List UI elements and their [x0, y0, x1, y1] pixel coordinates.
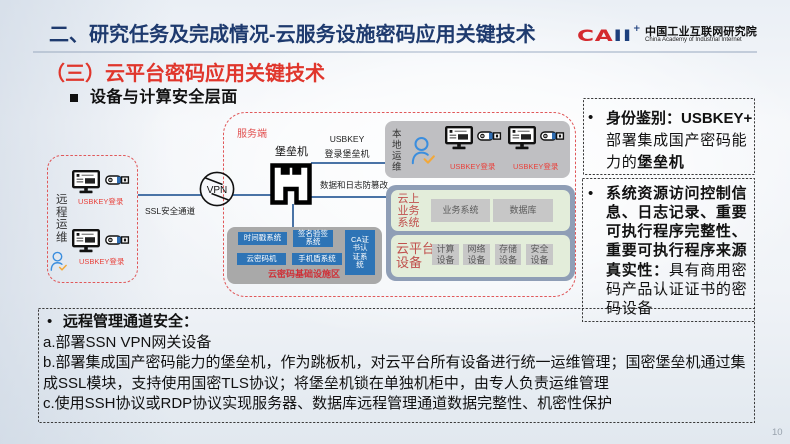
security-device-box: 安全设备 [526, 244, 553, 265]
network-device-label: 网络设备 [467, 244, 486, 265]
cloud-crypto-machine-box: 云密码机 [237, 253, 286, 265]
monitor-icon [72, 170, 100, 194]
client-zone-boundary [47, 155, 138, 283]
system-security-note-frame [582, 178, 755, 322]
system-security-note-title: 系统资源访问控制信息、日志记录、重要可执行程序完整性、重要可执行程序来源真实性： [606, 184, 748, 279]
system-security-note: 系统资源访问控制信息、日志记录、重要可执行程序完整性、重要可执行程序来源真实性：… [606, 184, 754, 319]
local-ops-label: 本地运维 [392, 129, 402, 173]
bullet-dot: • [47, 312, 53, 330]
title-divider [33, 51, 757, 53]
castle-icon [270, 163, 312, 205]
bullet-dot: • [588, 109, 594, 126]
mobile-shield-system-box: 手机盾系统 [292, 253, 342, 265]
logo-plus-sign: + [633, 24, 641, 34]
identity-note-frame [583, 98, 755, 175]
remote-channel-item: a.部署SSN VPN网关设备 [43, 333, 212, 351]
logo-letters-ii: II [613, 25, 633, 45]
network-device-box: 网络设备 [463, 244, 490, 265]
mobile-shield-system-label: 手机盾系统 [298, 253, 336, 263]
vpn-arrow-upper [205, 177, 223, 186]
identity-note-text: 部署集成国产密码能力的 [606, 131, 748, 171]
business-system-box: 业务系统 [431, 199, 490, 222]
ca-certificate-system-box: CA证书认证系统 [345, 230, 375, 275]
usbkey-link-label: USBKEY [329, 134, 365, 144]
identity-note: 身份鉴别：USBKEY+ 部署集成国产密码能力的堡垒机 [606, 108, 754, 174]
compute-device-box: 计算设备 [432, 244, 459, 265]
logo-name-english: China Academy of Industrial Internet [645, 37, 742, 43]
vpn-label: VPN [207, 185, 228, 196]
caii-logo-mark: CAII [577, 25, 633, 45]
remote-channel-items: a.部署SSN VPN网关设备 b.部署集成国产密码能力的堡垒机，作为跳板机，对… [43, 333, 755, 415]
system-security-note-body: 具有商用密码产品认证证书的密码设备 [606, 261, 748, 318]
identity-note-body: 部署集成国产密码能力的堡垒机 [606, 130, 754, 174]
remote-channel-item: c.使用SSH协议或RDP协议实现服务器、数据库远程管理通道数据完整性、机密性保… [43, 395, 613, 412]
vpn-gateway-icon: VPN [199, 171, 235, 207]
client-zone-label: 远程运维 [56, 194, 68, 244]
timestamp-system-label: 时间戳系统 [243, 233, 282, 243]
crypto-infrastructure-label: 云密码基础设施区 [268, 269, 341, 279]
signature-verification-label: 签名验签系统 [298, 228, 328, 246]
square-bullet-icon [70, 94, 78, 102]
usb-key-icon [477, 131, 502, 141]
usb-key-icon [105, 235, 130, 245]
database-box: 数据库 [493, 199, 553, 222]
vpn-arrow-lower [211, 192, 229, 201]
bastion-host-label: 堡垒机 [275, 146, 308, 158]
bastion-login-link-label: 登录堡垒机 [324, 149, 370, 159]
usbkey-login-label: USBKEY登录 [78, 197, 124, 206]
cloud-devices-label: 云平台设备 [396, 241, 436, 270]
monitor-icon [445, 126, 473, 150]
slide-title: 二、研究任务及完成情况-云服务设施密码应用关键技术 [49, 24, 536, 46]
tamper-proof-link-label: 数据和日志防篡改 [320, 180, 389, 190]
server-zone-label: 服务端 [237, 129, 267, 140]
ssl-channel-label: SSL安全通道 [145, 206, 196, 216]
local-ops-zone [385, 121, 570, 178]
user-check-icon [50, 251, 67, 272]
signature-verification-box: 签名验签系统 [293, 228, 333, 247]
database-label: 数据库 [509, 205, 537, 216]
storage-device-label: 存储设备 [498, 244, 517, 265]
ca-certificate-system-label: CA证书认证系统 [351, 234, 369, 269]
remote-channel-item: b.部署集成国产密码能力的堡垒机，作为跳板机，对云平台所有设备进行统一运维管理；… [43, 354, 746, 392]
logo-name-chinese: 中国工业互联网研究院 [645, 25, 757, 38]
usbkey-login-label: USBKEY登录 [450, 162, 496, 171]
section-subheading: 设备与计算安全层面 [90, 88, 238, 106]
bullet-dot: • [588, 184, 594, 202]
identity-note-title: 身份鉴别：USBKEY+ [606, 109, 753, 127]
usb-key-icon [105, 175, 130, 185]
business-system-label: 业务系统 [442, 205, 479, 216]
monitor-icon [508, 126, 536, 150]
logo-letters-ca: CA [577, 25, 614, 45]
page-number: 10 [772, 427, 783, 438]
usbkey-login-label: USBKEY登录 [513, 162, 559, 171]
usbkey-login-label: USBKEY登录 [79, 257, 125, 266]
compute-device-label: 计算设备 [436, 244, 455, 265]
section-heading: （三）云平台密码应用关键技术 [45, 63, 325, 85]
timestamp-system-box: 时间戳系统 [238, 232, 287, 245]
monitor-icon [72, 229, 100, 253]
remote-channel-note-frame [38, 308, 755, 423]
storage-device-box: 存储设备 [495, 244, 521, 265]
remote-channel-note-title: 远程管理通道安全： [63, 312, 199, 330]
identity-note-emphasis: 堡垒机 [637, 153, 685, 171]
cloud-business-label: 云上业务系统 [397, 192, 420, 229]
vpn-circle [199, 171, 235, 207]
security-device-label: 安全设备 [530, 244, 549, 265]
usb-key-icon [540, 131, 565, 141]
cloud-crypto-machine-label: 云密码机 [246, 253, 277, 263]
user-check-icon [411, 136, 435, 165]
